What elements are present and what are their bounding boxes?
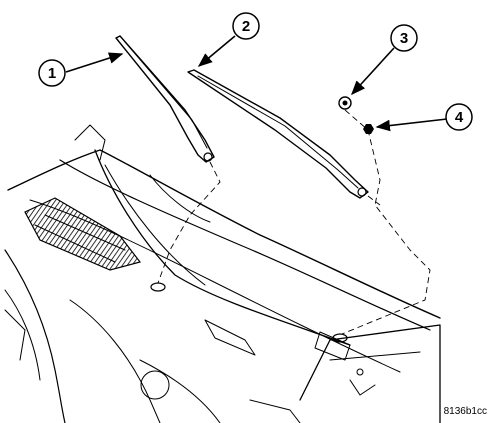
callout-number-4: 4	[455, 109, 464, 126]
vehicle-cowl-area	[4, 124, 441, 423]
callout-number-1: 1	[48, 65, 56, 82]
left-pivot-post	[150, 282, 166, 292]
pivot-nut	[363, 124, 374, 134]
figure-id: 8136b1cc	[443, 406, 487, 417]
assembly-lines	[157, 109, 431, 335]
callout-3: 3	[351, 24, 418, 96]
wiper-arm-left	[115, 35, 215, 163]
callout-1: 1	[38, 52, 124, 87]
callout-number-3: 3	[400, 30, 408, 47]
callout-number-2: 2	[242, 18, 250, 35]
cowl-opening	[140, 370, 170, 400]
callout-4: 4	[375, 103, 473, 132]
cowl-vent-tab	[204, 319, 256, 356]
pivot-cap	[338, 96, 352, 110]
right-arm-pivot-head	[357, 187, 367, 197]
left-arm-pivot-head	[203, 152, 213, 162]
callout-2: 2	[197, 12, 260, 67]
cowl-grille	[24, 197, 142, 271]
wiper-arm-right	[187, 69, 369, 199]
